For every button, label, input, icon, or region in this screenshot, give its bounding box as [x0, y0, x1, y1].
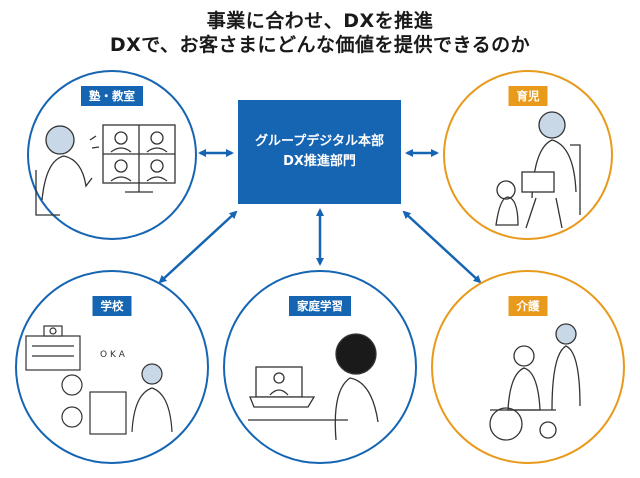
illustration-childcare [495, 111, 581, 229]
circle-katei [223, 270, 417, 464]
center-line-1: グループデジタル本部 [255, 134, 384, 149]
tag-katei: 家庭学習 [289, 296, 351, 316]
illustration-online-class [35, 124, 176, 216]
svg-text:O K A: O K A [100, 350, 126, 360]
title-line-2: DXで、お客さまにどんな価値を提供できるのか [109, 34, 531, 56]
title-line-1: 事業に合わせ、DXを推進 [206, 10, 434, 32]
tag-juku: 塾・教室 [81, 86, 143, 106]
arrow-kaigo [402, 210, 482, 284]
circle-kaigo [431, 270, 625, 464]
tag-kaigo: 介護 [508, 296, 548, 316]
tag-ikuji: 育児 [508, 86, 548, 106]
illustration-school: O K A [25, 325, 173, 435]
arrow-gakko [158, 210, 238, 284]
center-line-2: DX推進部門 [283, 154, 356, 169]
tag-gakko: 学校 [92, 296, 132, 316]
illustration-home-study [248, 333, 379, 441]
illustration-nursing-care [489, 323, 581, 441]
center-department-box: グループデジタル本部 DX推進部門 [238, 100, 401, 204]
circle-ikuji [443, 70, 613, 240]
